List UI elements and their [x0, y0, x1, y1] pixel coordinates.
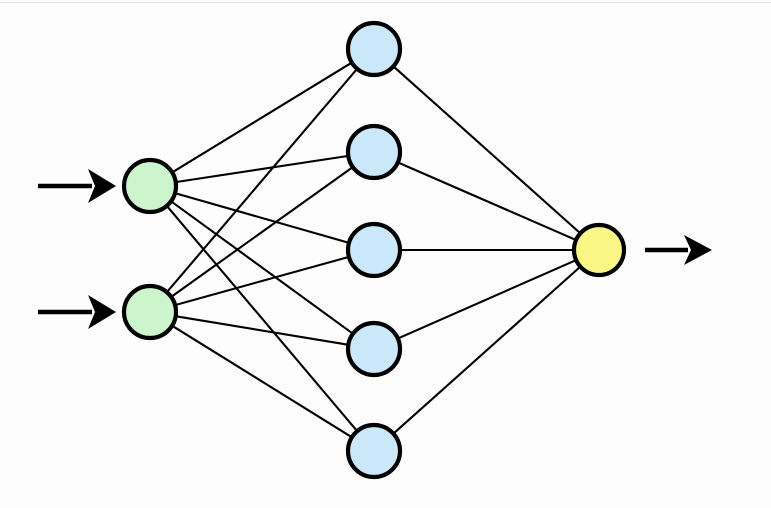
- hidden-node-5[interactable]: [345, 422, 403, 480]
- nodes-group: [121, 20, 627, 480]
- edge-i2-h4: [173, 315, 351, 346]
- arrows-group: [38, 169, 712, 329]
- input-arrow-bottom: [38, 295, 116, 329]
- edge-h4-o1: [395, 258, 579, 340]
- edge-h1-o1: [391, 64, 583, 236]
- edges-group: [165, 60, 583, 439]
- output-node-1[interactable]: [571, 222, 627, 278]
- edge-i1-h3: [172, 191, 352, 245]
- hidden-node-2[interactable]: [345, 123, 403, 181]
- input-node-2[interactable]: [121, 283, 179, 341]
- input-node-1[interactable]: [121, 157, 179, 215]
- edge-i2-h3: [173, 255, 351, 307]
- hidden-node-3[interactable]: [345, 221, 403, 279]
- edge-i1-h4: [169, 199, 355, 336]
- hidden-node-4[interactable]: [345, 320, 403, 378]
- edge-i1-h2: [173, 154, 351, 184]
- edge-i1-h5: [165, 204, 359, 433]
- edge-h2-o1: [395, 160, 579, 242]
- hidden-node-1[interactable]: [345, 20, 403, 78]
- output-arrow-head: [684, 235, 712, 265]
- input-arrow-top-head: [88, 169, 116, 203]
- output-arrow: [645, 235, 712, 265]
- edge-i2-h1: [165, 66, 359, 295]
- edge-i2-h2: [169, 165, 355, 299]
- edge-i1-h1: [170, 60, 354, 175]
- edge-i2-h5: [170, 324, 354, 439]
- input-arrow-top: [38, 169, 116, 203]
- input-arrow-bottom-head: [88, 295, 116, 329]
- edge-h5-o1: [391, 264, 583, 436]
- top-divider-rule: [0, 2, 771, 3]
